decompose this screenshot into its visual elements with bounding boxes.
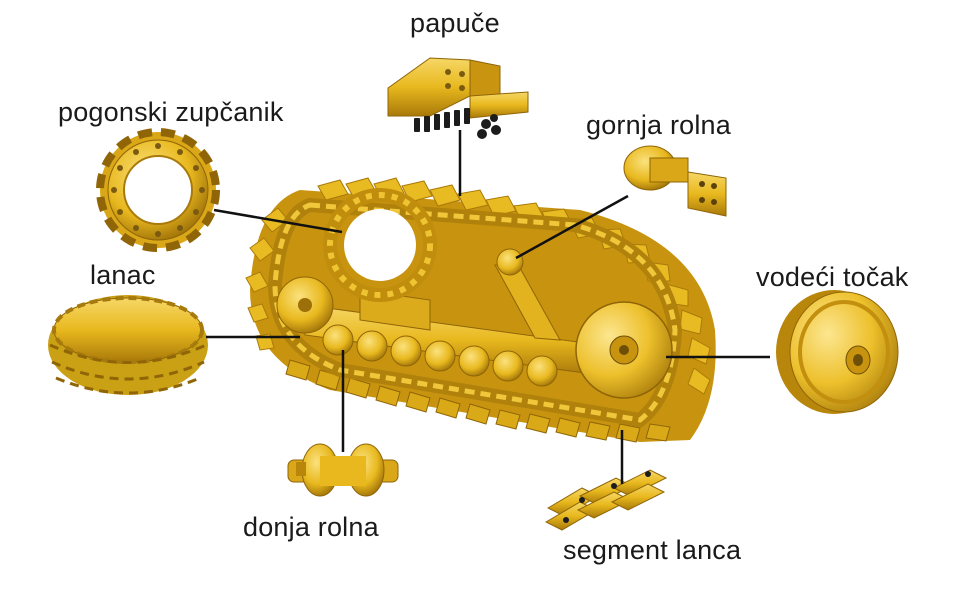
label-chain: lanac xyxy=(90,260,156,290)
bottom-roller-image xyxy=(287,443,399,497)
leader-line-pogonski xyxy=(213,208,343,234)
label-drive-sprocket: pogonski zupčanik xyxy=(58,97,284,127)
label-bottom-roller: donja rolna xyxy=(243,512,379,542)
undercarriage-assembly xyxy=(245,177,716,443)
track-shoes-image xyxy=(387,57,529,139)
label-track-shoes: papuče xyxy=(410,8,500,38)
leader-lines xyxy=(206,130,770,484)
idler-wheel-image xyxy=(776,290,899,414)
carrier-roller-image xyxy=(623,145,727,217)
track-chain-image xyxy=(48,295,208,395)
chain-segment-image xyxy=(544,469,668,531)
label-idler: vodeći točak xyxy=(756,262,909,292)
label-carrier-roller: gornja rolna xyxy=(586,110,731,140)
sprocket-in-assembly xyxy=(323,188,437,302)
label-chain-segment: segment lanca xyxy=(563,535,742,565)
drive-sprocket-image xyxy=(96,128,220,252)
leader-line-gornja xyxy=(515,194,629,260)
